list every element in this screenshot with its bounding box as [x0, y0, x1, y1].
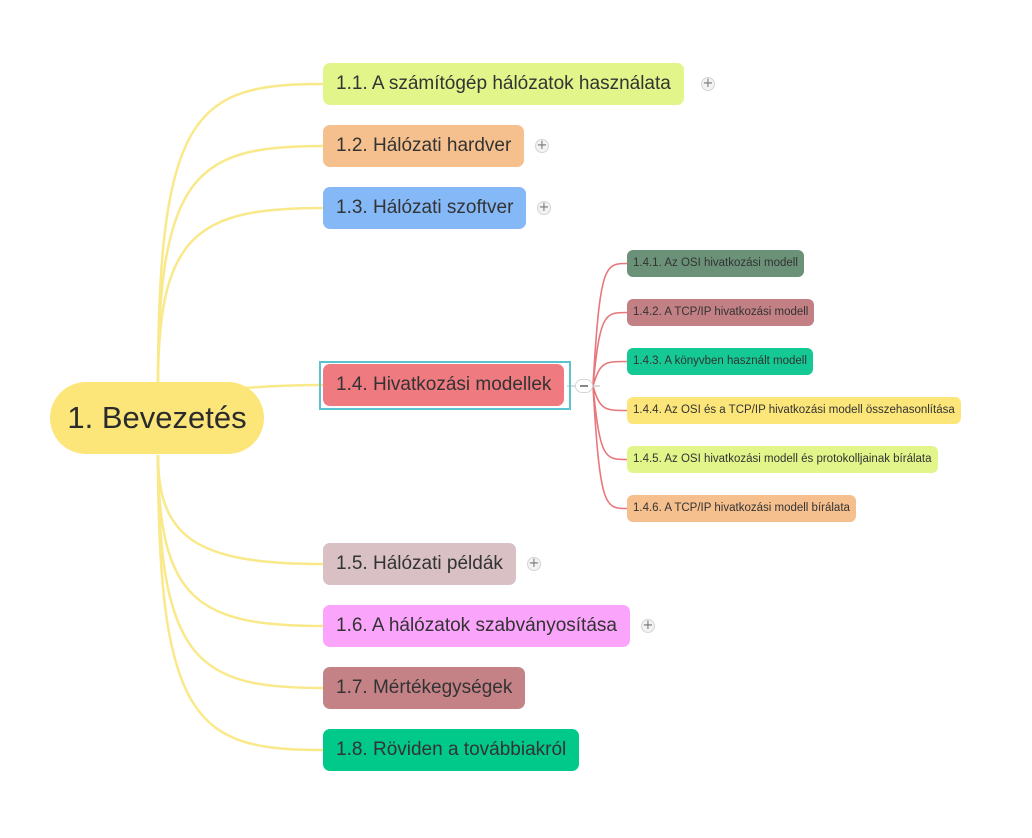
- branch-line-subtopic-1: [592, 262, 628, 387]
- branch-line-subtopic-3: [592, 360, 628, 387]
- branch-line-subtopic-6: [592, 385, 628, 510]
- topic-1-1[interactable]: 1.1. A számítógép hálózatok használata: [323, 63, 684, 105]
- subtopic-1-4-1[interactable]: 1.4.1. Az OSI hivatkozási modell: [627, 250, 804, 277]
- branch-line-topic-4: [244, 383, 324, 390]
- branch-line-topic-6: [156, 454, 324, 628]
- collapse-topic-1-4-icon[interactable]: [575, 379, 593, 393]
- branch-line-subtopic-5: [592, 385, 628, 461]
- topic-1-8[interactable]: 1.8. Röviden a továbbiakról: [323, 729, 580, 771]
- branch-line-topic-3: [156, 206, 324, 386]
- expand-topic-1-1-icon[interactable]: +: [701, 76, 715, 91]
- branch-line-topic-2: [156, 144, 324, 386]
- topic-1-6[interactable]: 1.6. A hálózatok szabványosítása: [323, 605, 630, 647]
- branch-line-subtopic-2: [592, 311, 628, 387]
- expand-topic-1-3-icon[interactable]: +: [537, 200, 551, 215]
- subtopic-1-4-6[interactable]: 1.4.6. A TCP/IP hivatkozási modell bírál…: [627, 495, 856, 522]
- subtopic-1-4-2[interactable]: 1.4.2. A TCP/IP hivatkozási modell: [627, 299, 815, 326]
- topic-1-3[interactable]: 1.3. Hálózati szoftver: [323, 187, 527, 229]
- branch-line-subtopic-4: [592, 385, 628, 412]
- topic-1-4[interactable]: 1.4. Hivatkozási modellek: [323, 364, 565, 406]
- branch-line-topic-5: [156, 454, 324, 566]
- subtopic-1-4-5[interactable]: 1.4.5. Az OSI hivatkozási modell és prot…: [627, 446, 938, 473]
- expand-topic-1-6-icon[interactable]: +: [641, 618, 655, 633]
- branch-line-topic-7: [156, 454, 324, 690]
- topic-1-2[interactable]: 1.2. Hálózati hardver: [323, 125, 525, 167]
- central-topic[interactable]: 1. Bevezetés: [50, 382, 264, 454]
- selection-frame: [319, 361, 571, 410]
- expand-topic-1-5-icon[interactable]: +: [527, 556, 541, 571]
- subtopic-1-4-3[interactable]: 1.4.3. A könyvben használt modell: [627, 348, 813, 375]
- topic-1-7[interactable]: 1.7. Mértékegységek: [323, 667, 526, 709]
- topic-1-5[interactable]: 1.5. Hálózati példák: [323, 543, 516, 585]
- branch-line-topic-8: [156, 454, 324, 752]
- branch-line-topic-1: [156, 82, 324, 386]
- subtopic-1-4-4[interactable]: 1.4.4. Az OSI és a TCP/IP hivatkozási mo…: [627, 397, 961, 424]
- expand-topic-1-2-icon[interactable]: +: [535, 138, 549, 153]
